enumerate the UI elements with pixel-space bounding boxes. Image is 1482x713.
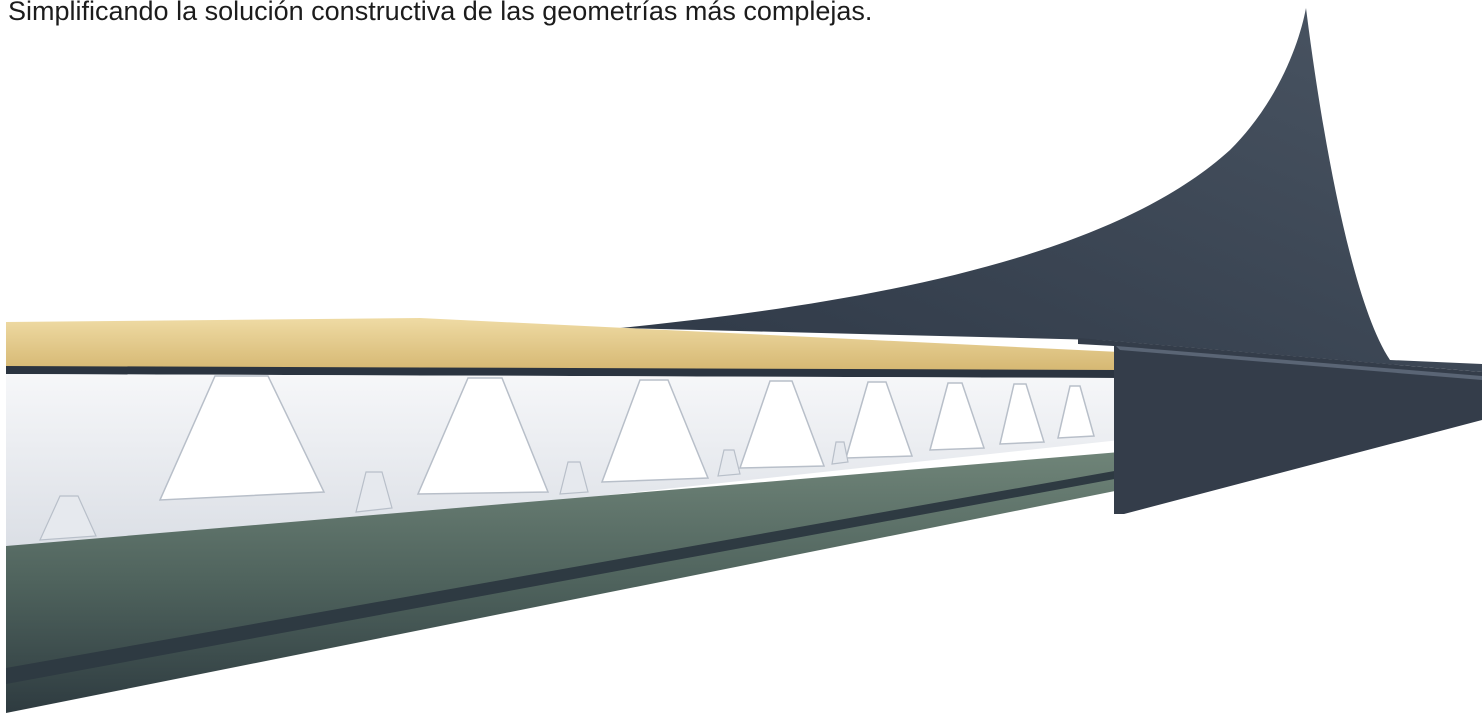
- insulation-board: [6, 318, 1120, 370]
- support-beam: [6, 452, 1120, 713]
- flashing-highlight: [1116, 346, 1482, 380]
- deck-ribs: [158, 375, 1095, 501]
- membrane-sheet: [620, 8, 1482, 372]
- deck-valleys: [39, 441, 849, 541]
- caption-text: Simplificando la solución constructiva d…: [8, 0, 873, 26]
- edge-flashing: [1078, 338, 1482, 514]
- beam-flange: [6, 470, 1120, 684]
